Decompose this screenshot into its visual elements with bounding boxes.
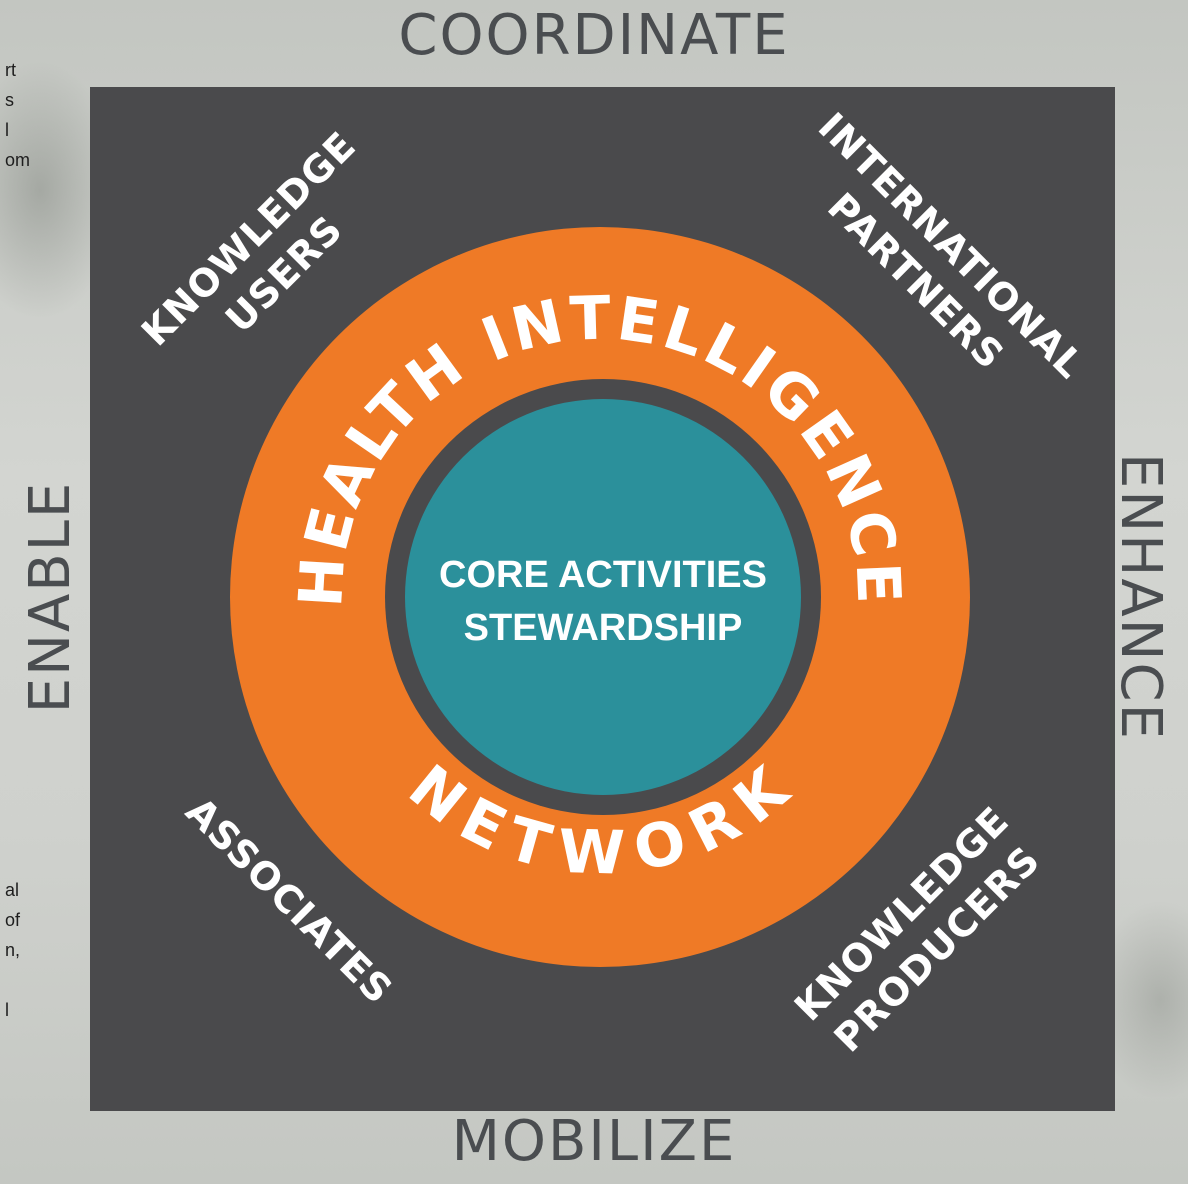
- side-label-coordinate: COORDINATE: [398, 3, 790, 68]
- text-fragment: n,: [5, 940, 21, 960]
- text-fragment: s: [5, 90, 14, 110]
- core-circle: [405, 399, 801, 795]
- text-fragment: om: [5, 150, 31, 170]
- center-line-2: STEWARDSHIP: [464, 607, 743, 649]
- text-fragment: rt: [5, 60, 16, 80]
- center-line-1: CORE ACTIVITIES: [439, 554, 767, 596]
- text-fragment: of: [5, 910, 21, 930]
- text-fragment: al: [5, 880, 20, 900]
- text-fragment: l: [5, 120, 9, 140]
- text-fragment: l: [5, 1000, 9, 1020]
- side-label-mobilize: MOBILIZE: [451, 1109, 737, 1174]
